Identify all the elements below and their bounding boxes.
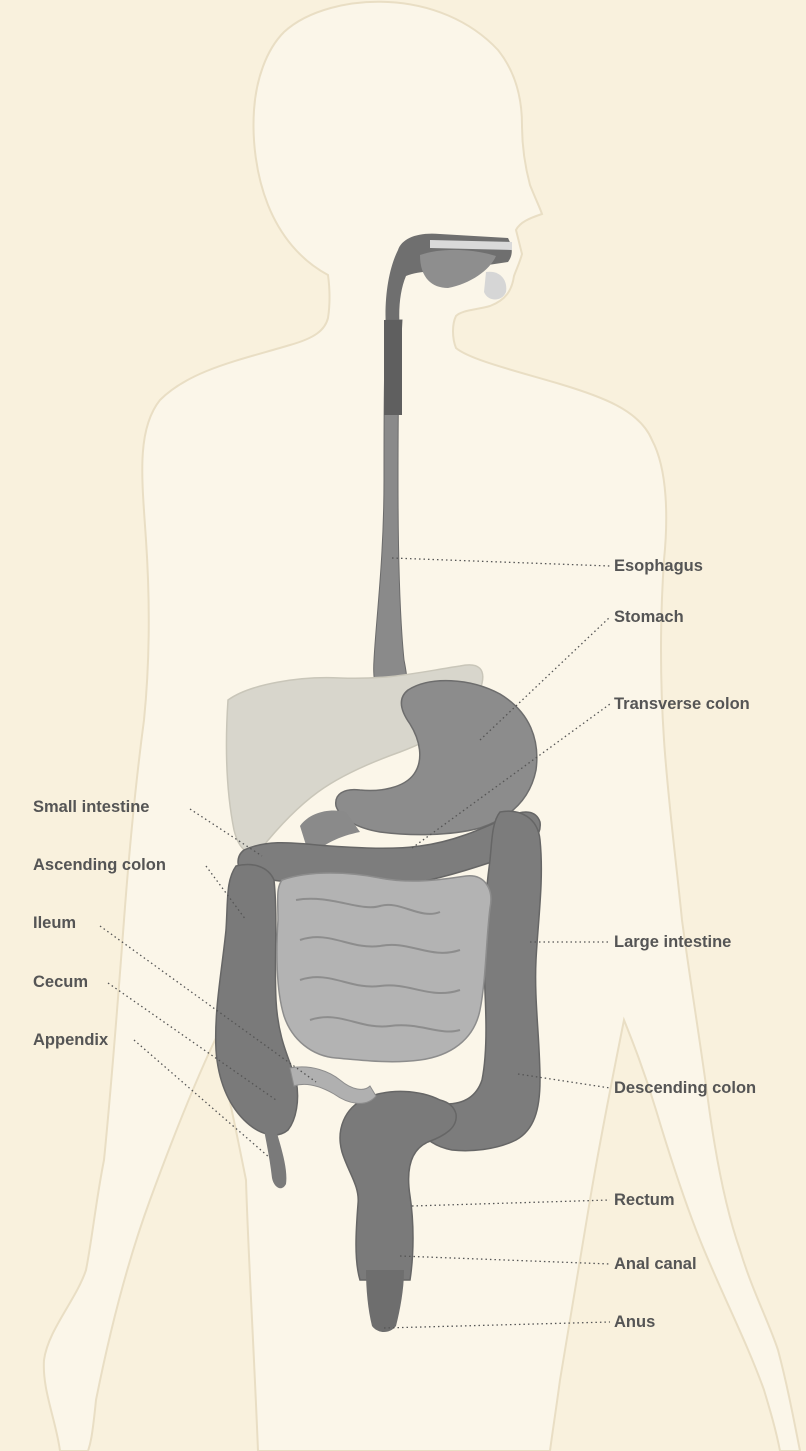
small-intestine — [277, 873, 491, 1062]
label-large-intestine: Large intestine — [614, 932, 731, 952]
label-appendix: Appendix — [33, 1030, 108, 1050]
label-transverse-colon: Transverse colon — [614, 694, 750, 714]
label-cecum: Cecum — [33, 972, 88, 992]
esophagus-upper — [384, 320, 402, 415]
label-anus: Anus — [614, 1312, 655, 1332]
label-ileum: Ileum — [33, 913, 76, 933]
label-esophagus: Esophagus — [614, 556, 703, 576]
label-stomach: Stomach — [614, 607, 684, 627]
label-small-intestine: Small intestine — [33, 797, 149, 817]
label-anal-canal: Anal canal — [614, 1254, 697, 1274]
label-ascending-colon: Ascending colon — [33, 855, 166, 875]
label-rectum: Rectum — [614, 1190, 675, 1210]
label-descending-colon: Descending colon — [614, 1078, 756, 1098]
